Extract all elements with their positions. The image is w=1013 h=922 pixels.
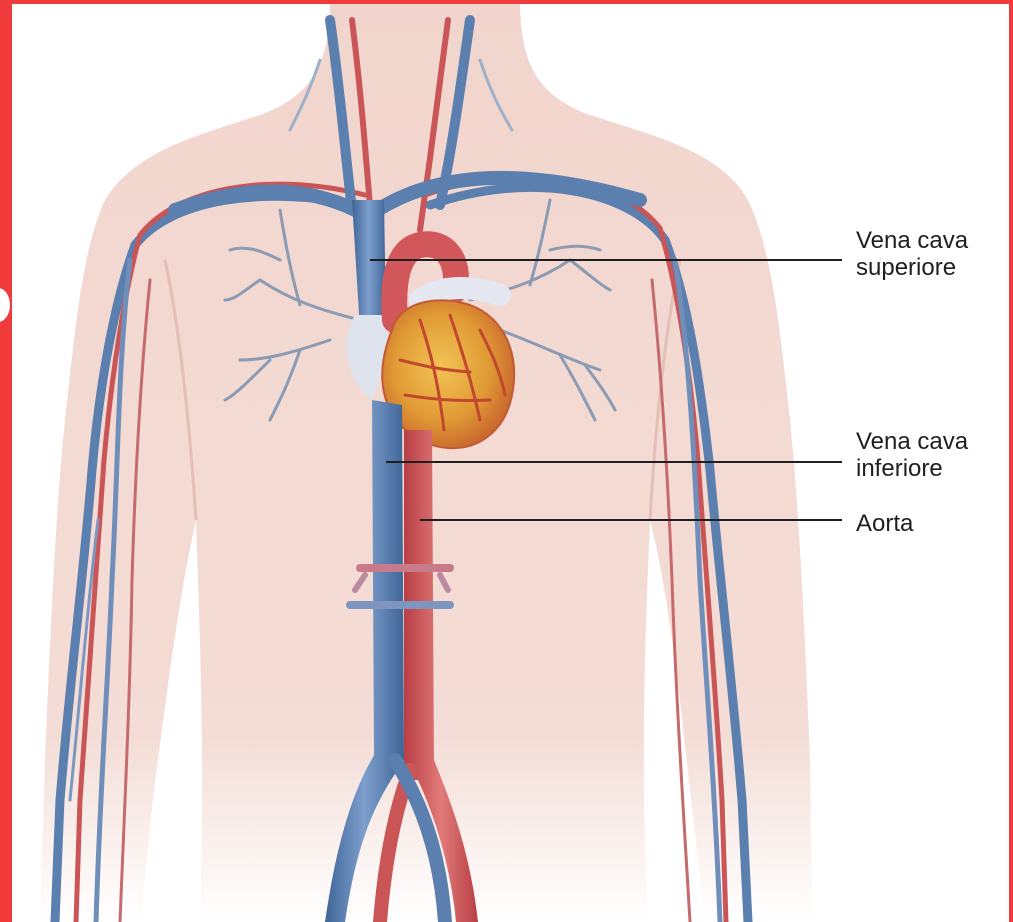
label-aorta: Aorta — [856, 510, 913, 537]
label-superior-vena-cava: Vena cava superiore — [856, 227, 968, 281]
label-superior-vena-cava-line2: superiore — [856, 254, 968, 281]
label-inferior-vena-cava-line1: Vena cava — [856, 428, 968, 455]
label-aorta-line1: Aorta — [856, 510, 913, 537]
label-superior-vena-cava-line1: Vena cava — [856, 227, 968, 254]
label-inferior-vena-cava: Vena cava inferiore — [856, 428, 968, 482]
label-inferior-vena-cava-line2: inferiore — [856, 455, 968, 482]
pulmonary-trunk — [420, 288, 500, 300]
